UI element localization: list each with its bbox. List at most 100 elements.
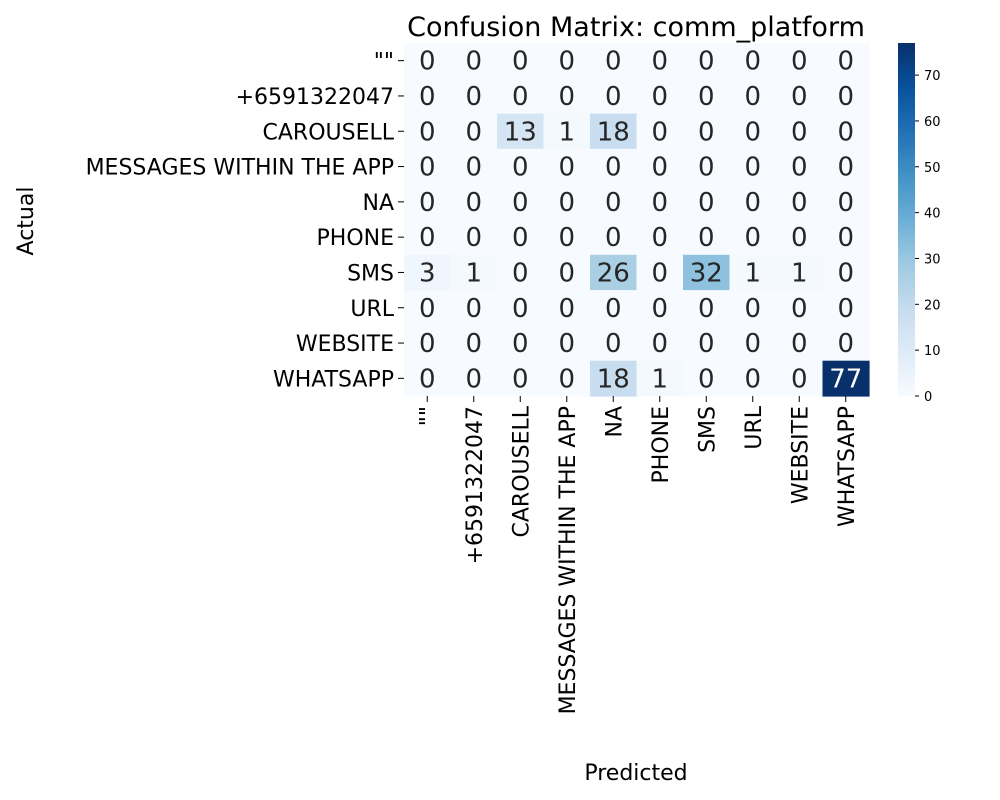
heatmap-cell bbox=[683, 148, 731, 185]
heatmap-cell bbox=[590, 78, 638, 115]
cell-value-label: 0 bbox=[651, 258, 668, 288]
heatmap-cell bbox=[776, 290, 824, 326]
cell-value-label: 0 bbox=[651, 117, 668, 147]
heatmap-cell bbox=[543, 360, 591, 397]
cell-value-label: 1 bbox=[465, 258, 482, 288]
heatmap-cell bbox=[543, 254, 591, 291]
heatmap-cell bbox=[497, 43, 545, 79]
heatmap-cell bbox=[822, 290, 870, 326]
cell-value-label: 1 bbox=[791, 258, 808, 288]
heatmap-cell bbox=[543, 219, 591, 256]
cell-value-label: 0 bbox=[744, 47, 761, 77]
cell-value-label: 0 bbox=[512, 364, 529, 394]
cell-value-label: 0 bbox=[791, 188, 808, 218]
cell-value-label: 0 bbox=[465, 82, 482, 112]
cell-value-label: 0 bbox=[465, 364, 482, 394]
heatmap-cell bbox=[729, 113, 777, 150]
cell-value-label: 0 bbox=[419, 294, 436, 324]
heatmap-cell bbox=[636, 78, 684, 115]
heatmap-cell bbox=[404, 184, 452, 221]
cell-value-label: 0 bbox=[791, 82, 808, 112]
colorbar-tick-label: 30 bbox=[924, 252, 941, 267]
heatmap-cell bbox=[776, 148, 824, 185]
cell-value-label: 0 bbox=[419, 82, 436, 112]
cell-value-label: 0 bbox=[605, 294, 622, 324]
colorbar-tick-label: 70 bbox=[924, 69, 941, 84]
cell-value-label: 0 bbox=[512, 82, 529, 112]
cell-value-label: 0 bbox=[465, 117, 482, 147]
cell-value-label: 0 bbox=[698, 117, 715, 147]
heatmap-cell bbox=[636, 113, 684, 150]
heatmap-cell bbox=[822, 360, 870, 397]
column-tick-label: MESSAGES WITHIN THE APP bbox=[556, 406, 581, 714]
heatmap-cell bbox=[776, 219, 824, 256]
cell-value-label: 0 bbox=[419, 329, 436, 359]
heatmap-cell bbox=[404, 43, 452, 79]
heatmap-cell bbox=[729, 184, 777, 221]
heatmap-cell bbox=[729, 43, 777, 79]
heatmap-cell bbox=[636, 290, 684, 326]
heatmap-cell bbox=[450, 290, 498, 326]
cell-value-label: 1 bbox=[744, 258, 761, 288]
heatmap-cell bbox=[590, 254, 638, 291]
cell-value-label: 0 bbox=[512, 258, 529, 288]
heatmap-cell bbox=[636, 43, 684, 79]
cell-value-label: 0 bbox=[698, 329, 715, 359]
heatmap-cell bbox=[729, 219, 777, 256]
cell-value-label: 0 bbox=[651, 329, 668, 359]
heatmap-cell bbox=[776, 43, 824, 79]
heatmap-cell bbox=[822, 325, 870, 362]
heatmap-cell bbox=[683, 360, 731, 397]
heatmap-cell bbox=[404, 78, 452, 115]
cell-value-label: 0 bbox=[791, 329, 808, 359]
heatmap-cell bbox=[404, 325, 452, 362]
x-axis-label: Predicted bbox=[584, 761, 687, 786]
cell-value-label: 0 bbox=[558, 47, 575, 77]
chart-title: Confusion Matrix: comm_platform bbox=[407, 12, 865, 43]
heatmap-cell bbox=[404, 254, 452, 291]
heatmap-cell bbox=[543, 325, 591, 362]
column-tick-label: WEBSITE bbox=[788, 406, 813, 504]
heatmap-cell bbox=[683, 113, 731, 150]
cell-value-label: 0 bbox=[837, 329, 854, 359]
cell-value-label: 0 bbox=[651, 82, 668, 112]
column-tick-label: "" bbox=[416, 406, 441, 426]
row-tick-label: WEBSITE bbox=[296, 332, 394, 357]
heatmap-cell bbox=[636, 184, 684, 221]
cell-value-label: 0 bbox=[837, 294, 854, 324]
cell-value-label: 18 bbox=[597, 364, 630, 394]
cell-value-label: 0 bbox=[837, 223, 854, 253]
cell-value-label: 0 bbox=[605, 82, 622, 112]
heatmap-cell bbox=[683, 184, 731, 221]
cell-value-label: 0 bbox=[558, 364, 575, 394]
heatmap-cell bbox=[683, 78, 731, 115]
row-tick-label: CAROUSELL bbox=[263, 120, 395, 145]
heatmap-cell bbox=[776, 78, 824, 115]
cell-value-label: 3 bbox=[419, 258, 436, 288]
heatmap-cell bbox=[497, 148, 545, 185]
cell-value-label: 0 bbox=[558, 153, 575, 183]
cell-value-label: 0 bbox=[419, 188, 436, 218]
cell-value-label: 0 bbox=[698, 294, 715, 324]
heatmap-cell bbox=[776, 113, 824, 150]
heatmap-cell bbox=[590, 325, 638, 362]
heatmap-cell bbox=[450, 254, 498, 291]
heatmap-cell bbox=[822, 184, 870, 221]
cell-value-label: 0 bbox=[512, 329, 529, 359]
heatmap-cell bbox=[590, 113, 638, 150]
heatmap-cell bbox=[404, 113, 452, 150]
colorbar-tick-label: 0 bbox=[924, 390, 932, 405]
cell-value-label: 0 bbox=[512, 294, 529, 324]
colorbar-tick-label: 40 bbox=[924, 207, 941, 222]
cell-value-label: 0 bbox=[791, 117, 808, 147]
cell-value-label: 0 bbox=[558, 329, 575, 359]
cell-value-label: 0 bbox=[465, 153, 482, 183]
heatmap-cell bbox=[543, 43, 591, 79]
cell-value-label: 0 bbox=[512, 47, 529, 77]
cell-value-label: 0 bbox=[791, 223, 808, 253]
heatmap-cell bbox=[497, 219, 545, 256]
column-tick-label: SMS bbox=[695, 406, 720, 453]
cell-value-label: 0 bbox=[465, 47, 482, 77]
heatmap-cell bbox=[636, 254, 684, 291]
